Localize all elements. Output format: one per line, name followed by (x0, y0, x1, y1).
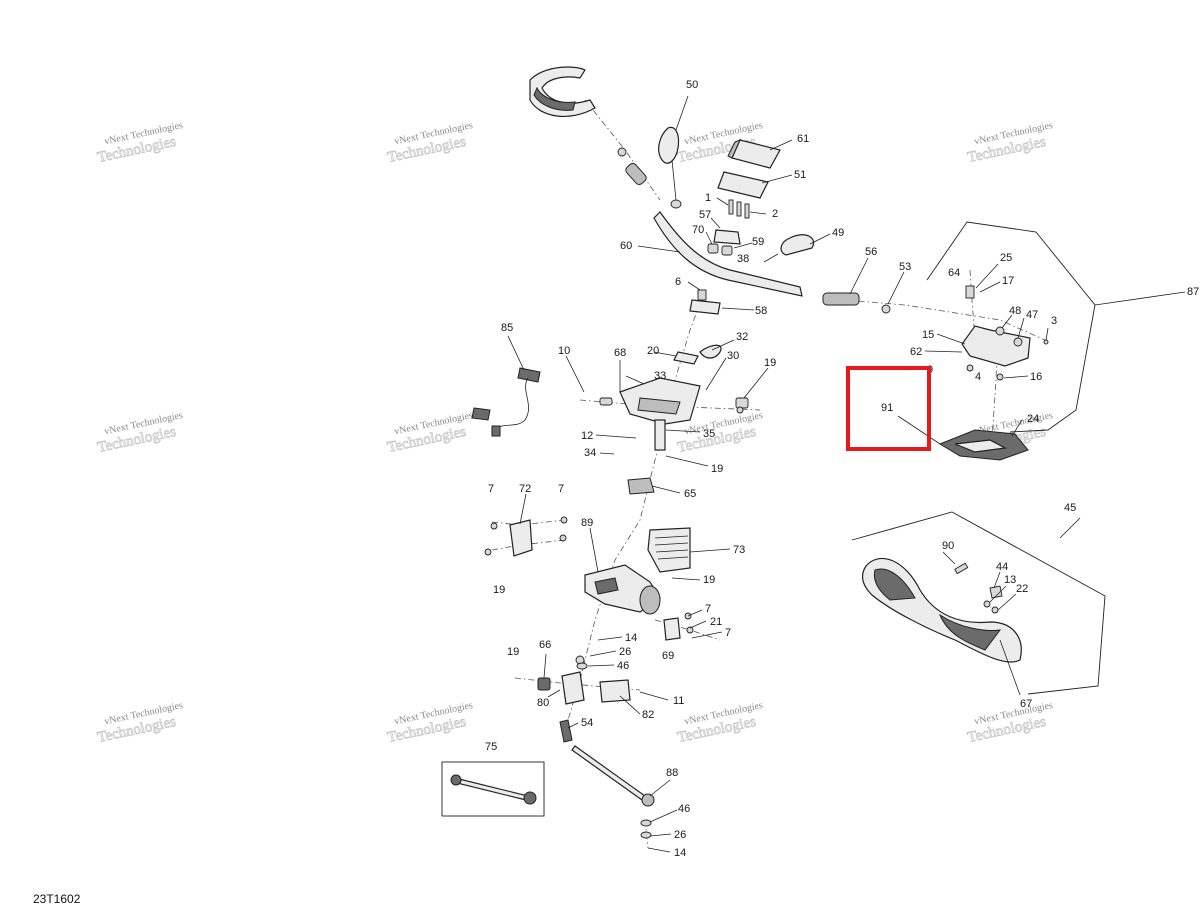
callout-88: 88 (666, 767, 678, 779)
callout-16: 16 (1030, 371, 1042, 383)
callout-20: 20 (647, 345, 659, 357)
callout-73: 73 (733, 544, 745, 556)
callout-45: 45 (1064, 502, 1076, 514)
callout-2: 2 (772, 208, 778, 220)
callout-46: 46 (678, 803, 690, 815)
callout-70: 70 (692, 224, 704, 236)
callout-11: 11 (673, 695, 684, 707)
callout-62: 62 (910, 346, 922, 358)
callout-69: 69 (662, 650, 674, 662)
handlebar-grip-right (822, 292, 860, 306)
callout-14: 14 (674, 847, 686, 859)
handlebar-pad-upper (731, 139, 781, 169)
callout-65: 65 (684, 488, 696, 500)
callout-48: 48 (1009, 305, 1021, 317)
mirror-left (658, 126, 680, 164)
steering-bushing (627, 477, 655, 495)
callout-19: 19 (764, 357, 776, 369)
callout-19: 19 (703, 574, 715, 586)
callout-4: 4 (975, 371, 981, 383)
handlebar-pad-lower (717, 171, 769, 199)
mirror-right (780, 234, 815, 256)
mounting-bracket-left (509, 519, 533, 557)
leader-lines (507, 95, 1049, 853)
callout-90: 90 (942, 540, 954, 552)
callout-3: 3 (1051, 315, 1057, 327)
callout-1: 1 (705, 192, 711, 204)
callout-14: 14 (625, 632, 637, 644)
callout-32: 32 (736, 331, 748, 343)
callout-47: 47 (1026, 309, 1038, 321)
callout-17: 17 (1002, 275, 1014, 287)
callout-66: 66 (539, 639, 551, 651)
callout-24: 24 (1027, 413, 1039, 425)
callout-7: 7 (488, 483, 494, 495)
callout-13: 13 (1004, 574, 1016, 586)
callout-44: 44 (996, 561, 1008, 573)
callout-53: 53 (899, 261, 911, 273)
callout-19: 19 (507, 646, 519, 658)
callout-33: 33 (654, 370, 666, 382)
callout-61: 61 (797, 133, 809, 145)
steering-arm-82 (599, 679, 631, 703)
callout-75: 75 (485, 741, 497, 753)
callout-12: 12 (581, 430, 593, 442)
callout-19: 19 (493, 584, 505, 596)
callout-46: 46 (617, 660, 629, 672)
steering-bracket-69 (663, 617, 681, 641)
callout-80: 80 (537, 697, 549, 709)
diagram-reference-code: 23T1602 (33, 892, 81, 906)
callout-85: 85 (501, 322, 513, 334)
wiring-harness (517, 367, 541, 383)
callout-50: 50 (686, 79, 698, 91)
callout-35: 35 (703, 428, 715, 440)
callout-72: 72 (519, 483, 531, 495)
callout-26: 26 (619, 646, 631, 658)
callout-87: 87 (1187, 286, 1199, 298)
callout-57: 57 (699, 209, 711, 221)
callout-25: 25 (1000, 252, 1012, 264)
callout-26: 26 (674, 829, 686, 841)
callout-6: 6 (675, 276, 681, 288)
callout-labels: 50 61 51 1 2 57 70 59 38 49 60 6 56 53 5… (485, 79, 1199, 859)
watermark-layer: vNext Technologies Technologies vNext Te… (96, 120, 1054, 747)
callout-21: 21 (710, 616, 722, 628)
callout-30: 30 (727, 350, 739, 362)
handlebar-clamp (713, 229, 741, 245)
handlebar (653, 211, 803, 297)
pitman-arm (561, 671, 585, 705)
callout-60: 60 (620, 240, 632, 252)
callout-91: 91 (881, 402, 893, 414)
parts-layer (441, 66, 1186, 839)
tie-rod-assembly-box (441, 761, 545, 817)
callout-49: 49 (832, 227, 844, 239)
callout-64: 64 (948, 267, 960, 279)
callout-51: 51 (794, 169, 806, 181)
assembly-axes (491, 99, 1046, 849)
callout-7: 7 (558, 483, 564, 495)
callout-34: 34 (584, 447, 596, 459)
callout-59: 59 (752, 236, 764, 248)
callout-56: 56 (865, 246, 877, 258)
callout-89: 89 (581, 517, 593, 529)
callout-68: 68 (614, 347, 626, 359)
highlight-box-callout-91[interactable] (846, 366, 931, 451)
hand-guard-right-frame (961, 325, 1031, 367)
callout-15: 15 (922, 329, 934, 341)
steering-module-cover (647, 527, 691, 573)
callout-7: 7 (705, 603, 711, 615)
windshield-group-frame (851, 511, 1106, 695)
callout-19: 19 (711, 463, 723, 475)
callout-7: 7 (725, 627, 731, 639)
callout-54: 54 (581, 717, 593, 729)
callout-38: 38 (737, 253, 749, 265)
callout-67: 67 (1020, 698, 1032, 710)
callout-58: 58 (755, 305, 767, 317)
tie-rod (571, 745, 646, 801)
callout-10: 10 (558, 345, 570, 357)
callout-22: 22 (1016, 583, 1028, 595)
callout-82: 82 (642, 709, 654, 721)
